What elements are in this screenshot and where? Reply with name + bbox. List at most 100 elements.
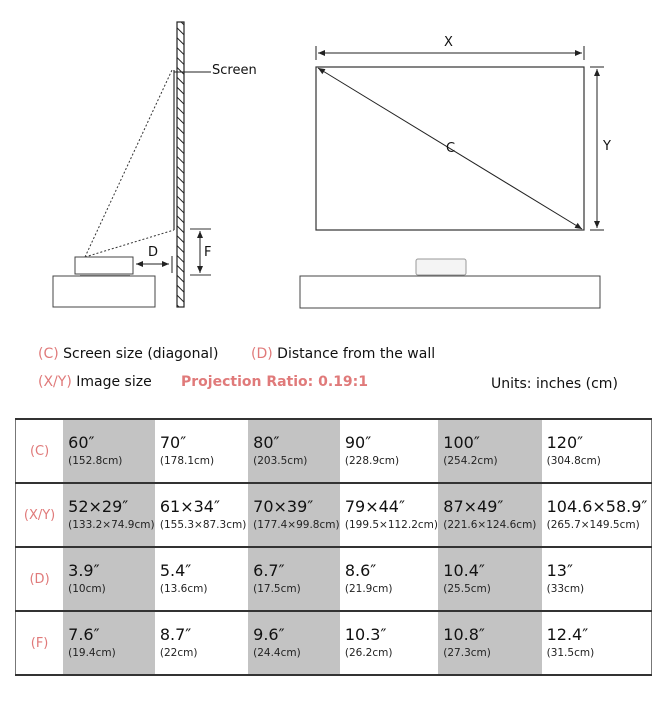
- table-cell: 79×44″ (199.5×112.2cm): [339, 482, 439, 548]
- table-cell: 90″ (228.9cm): [339, 418, 439, 484]
- inch-value: 87×49″: [443, 497, 504, 516]
- x-label: X: [444, 35, 453, 50]
- table-cell: 12.4″ (31.5cm): [541, 610, 652, 676]
- cm-value: (155.3×87.3cm): [159, 519, 247, 531]
- inch-value: 12.4″: [546, 625, 589, 644]
- cm-value: (19.4cm): [68, 647, 116, 659]
- table-row: (C)60″ (152.8cm) 70″ (178.1cm) 80″ (203.5cm) 9…: [15, 418, 652, 484]
- front-view: [299, 46, 604, 309]
- table-cell: 80″ (203.5cm): [248, 418, 340, 484]
- inch-value: 6.7″: [253, 561, 285, 580]
- table-cell: 61×34″ (155.3×87.3cm): [154, 482, 249, 548]
- row-label: (F): [15, 610, 64, 676]
- screen-label: Screen: [212, 63, 257, 78]
- projector-front: [415, 258, 467, 276]
- inch-value: 10.8″: [443, 625, 485, 644]
- table-front: [299, 275, 601, 309]
- cm-value: (254.2cm): [443, 455, 498, 467]
- cm-value: (199.5×112.2cm): [344, 519, 438, 531]
- inch-value: 104.6×58.9″: [546, 497, 648, 516]
- table-cell: 120″ (304.8cm): [541, 418, 652, 484]
- inch-value: 61×34″: [159, 497, 220, 516]
- inch-value: 70″: [159, 433, 187, 452]
- inch-value: 100″: [443, 433, 480, 452]
- inch-value: 8.7″: [159, 625, 192, 644]
- table-cell: 7.6″ (19.4cm): [63, 610, 155, 676]
- table-cell: 70×39″ (177.4×99.8cm): [248, 482, 340, 548]
- cm-value: (10cm): [68, 583, 106, 595]
- cm-value: (26.2cm): [344, 647, 393, 659]
- cm-value: (177.4×99.8cm): [253, 519, 340, 531]
- legend-c: (C) Screen size (diagonal): [38, 346, 219, 362]
- cm-value: (13.6cm): [159, 583, 208, 595]
- table-row: (F)7.6″ (19.4cm) 8.7″ (22cm) 9.6″ (24.4cm) 10.…: [15, 610, 652, 676]
- inch-value: 8.6″: [344, 561, 377, 580]
- side-view: [52, 21, 211, 308]
- cm-value: (133.2×74.9cm): [68, 519, 155, 531]
- units-note: Units: inches (cm): [491, 376, 618, 392]
- inch-value: 13″: [546, 561, 573, 580]
- table-cell: 104.6×58.9″ (265.7×149.5cm): [541, 482, 652, 548]
- cm-value: (178.1cm): [159, 455, 215, 467]
- inch-value: 5.4″: [159, 561, 192, 580]
- inch-value: 9.6″: [253, 625, 285, 644]
- table-cell: 13″ (33cm): [541, 546, 652, 612]
- cm-value: (25.5cm): [443, 583, 491, 595]
- inch-value: 7.6″: [68, 625, 100, 644]
- cm-value: (221.6×124.6cm): [443, 519, 537, 531]
- projection-ratio: Projection Ratio: 0.19:1: [181, 374, 369, 390]
- size-table: (C)60″ (152.8cm) 70″ (178.1cm) 80″ (203.5cm) 9…: [15, 418, 652, 676]
- inch-value: 10.3″: [344, 625, 387, 644]
- table-cell: 8.6″ (21.9cm): [339, 546, 439, 612]
- row-label: (X/Y): [15, 482, 64, 548]
- inch-value: 60″: [68, 433, 95, 452]
- row-label: (C): [15, 418, 64, 484]
- projector-side: [74, 256, 134, 275]
- table-cell: 8.7″ (22cm): [154, 610, 249, 676]
- table-cell: 70″ (178.1cm): [154, 418, 249, 484]
- table-cell: 10.3″ (26.2cm): [339, 610, 439, 676]
- inch-value: 52×29″: [68, 497, 129, 516]
- cm-value: (24.4cm): [253, 647, 301, 659]
- table-cell: 6.7″ (17.5cm): [248, 546, 340, 612]
- cm-value: (17.5cm): [253, 583, 301, 595]
- table-cell: 5.4″ (13.6cm): [154, 546, 249, 612]
- cm-value: (265.7×149.5cm): [546, 519, 640, 531]
- cm-value: (22cm): [159, 647, 198, 659]
- table-cell: 100″ (254.2cm): [438, 418, 542, 484]
- table-cell: 9.6″ (24.4cm): [248, 610, 340, 676]
- inch-value: 79×44″: [344, 497, 405, 516]
- inch-value: 120″: [546, 433, 584, 452]
- inch-value: 3.9″: [68, 561, 100, 580]
- cm-value: (27.3cm): [443, 647, 491, 659]
- inch-value: 70×39″: [253, 497, 314, 516]
- legend-xy: (X/Y) Image size: [38, 374, 152, 390]
- c-label: C: [446, 141, 456, 156]
- wall: [176, 21, 185, 308]
- table-side: [52, 275, 156, 308]
- inch-value: 10.4″: [443, 561, 485, 580]
- cm-value: (31.5cm): [546, 647, 595, 659]
- table-cell: 52×29″ (133.2×74.9cm): [63, 482, 155, 548]
- inch-value: 80″: [253, 433, 280, 452]
- legend-d: (D) Distance from the wall: [251, 346, 436, 362]
- cm-value: (152.8cm): [68, 455, 123, 467]
- table-cell: 60″ (152.8cm): [63, 418, 155, 484]
- cm-value: (304.8cm): [546, 455, 601, 467]
- cm-value: (21.9cm): [344, 583, 393, 595]
- table-cell: 10.8″ (27.3cm): [438, 610, 542, 676]
- inch-value: 90″: [344, 433, 372, 452]
- installation-diagram: [52, 21, 604, 309]
- table-cell: 87×49″ (221.6×124.6cm): [438, 482, 542, 548]
- cm-value: (33cm): [546, 583, 585, 595]
- d-label: D: [148, 245, 159, 260]
- cm-value: (228.9cm): [344, 455, 400, 467]
- table-cell: 3.9″ (10cm): [63, 546, 155, 612]
- row-label: (D): [15, 546, 64, 612]
- cm-value: (203.5cm): [253, 455, 308, 467]
- table-row: (D)3.9″ (10cm) 5.4″ (13.6cm) 6.7″ (17.5cm) 8.6…: [15, 546, 652, 612]
- table-cell: 10.4″ (25.5cm): [438, 546, 542, 612]
- table-row: (X/Y)52×29″ (133.2×74.9cm) 61×34″ (155.3×87…: [15, 482, 652, 548]
- y-label: Y: [603, 139, 611, 154]
